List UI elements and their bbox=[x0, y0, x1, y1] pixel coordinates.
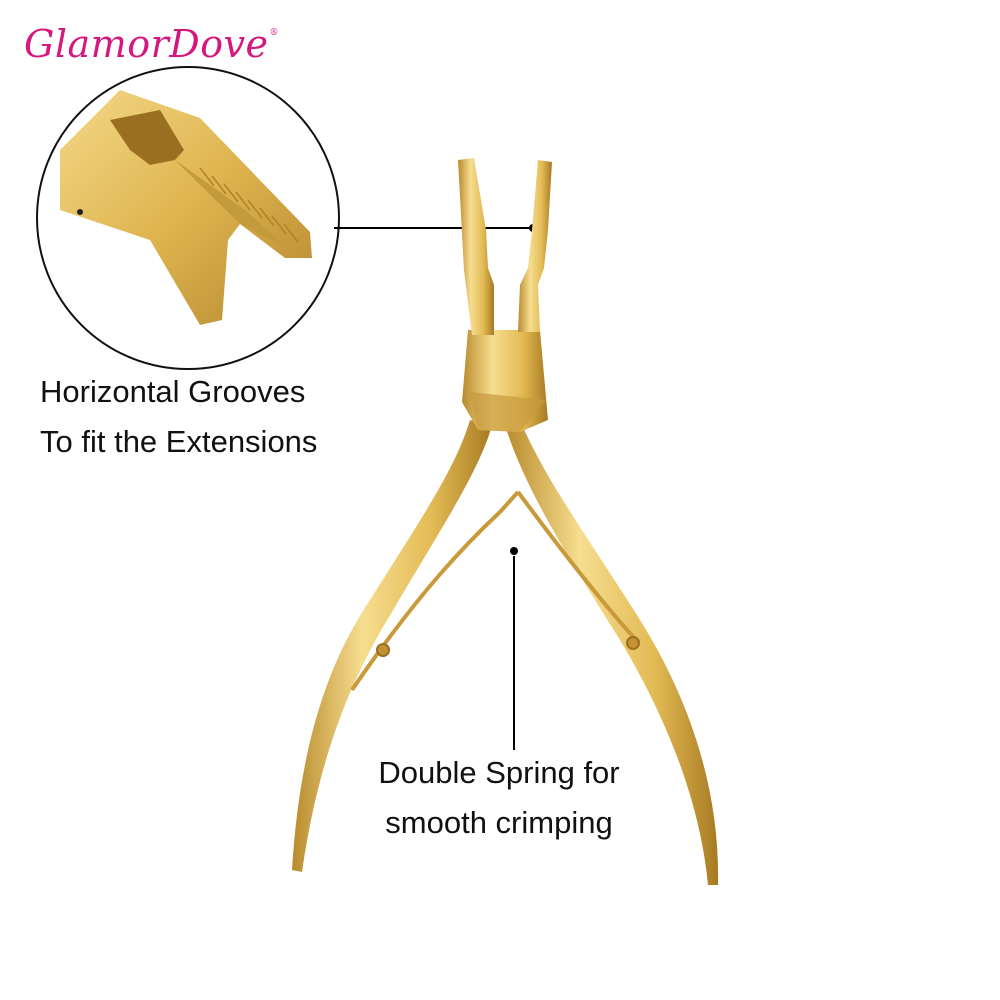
grooves-caption-line2: To fit the Extensions bbox=[40, 424, 318, 459]
spring-caption-line1: Double Spring for bbox=[378, 755, 620, 790]
brand-logo: GlamorDove® bbox=[24, 22, 279, 66]
spring-pointer-dot bbox=[510, 547, 518, 555]
grooves-caption-line1: Horizontal Grooves bbox=[40, 374, 306, 409]
spring-caption-line2: smooth crimping bbox=[385, 805, 613, 840]
brand-name: GlamorDove bbox=[24, 22, 269, 66]
jaw-closeup-zoom bbox=[36, 66, 340, 370]
trademark-symbol: ® bbox=[269, 28, 280, 38]
grooves-caption: Horizontal Grooves To fit the Extensions bbox=[40, 367, 317, 467]
spring-caption: Double Spring for smooth crimping bbox=[364, 748, 634, 848]
hair-extension-pliers bbox=[292, 158, 719, 885]
